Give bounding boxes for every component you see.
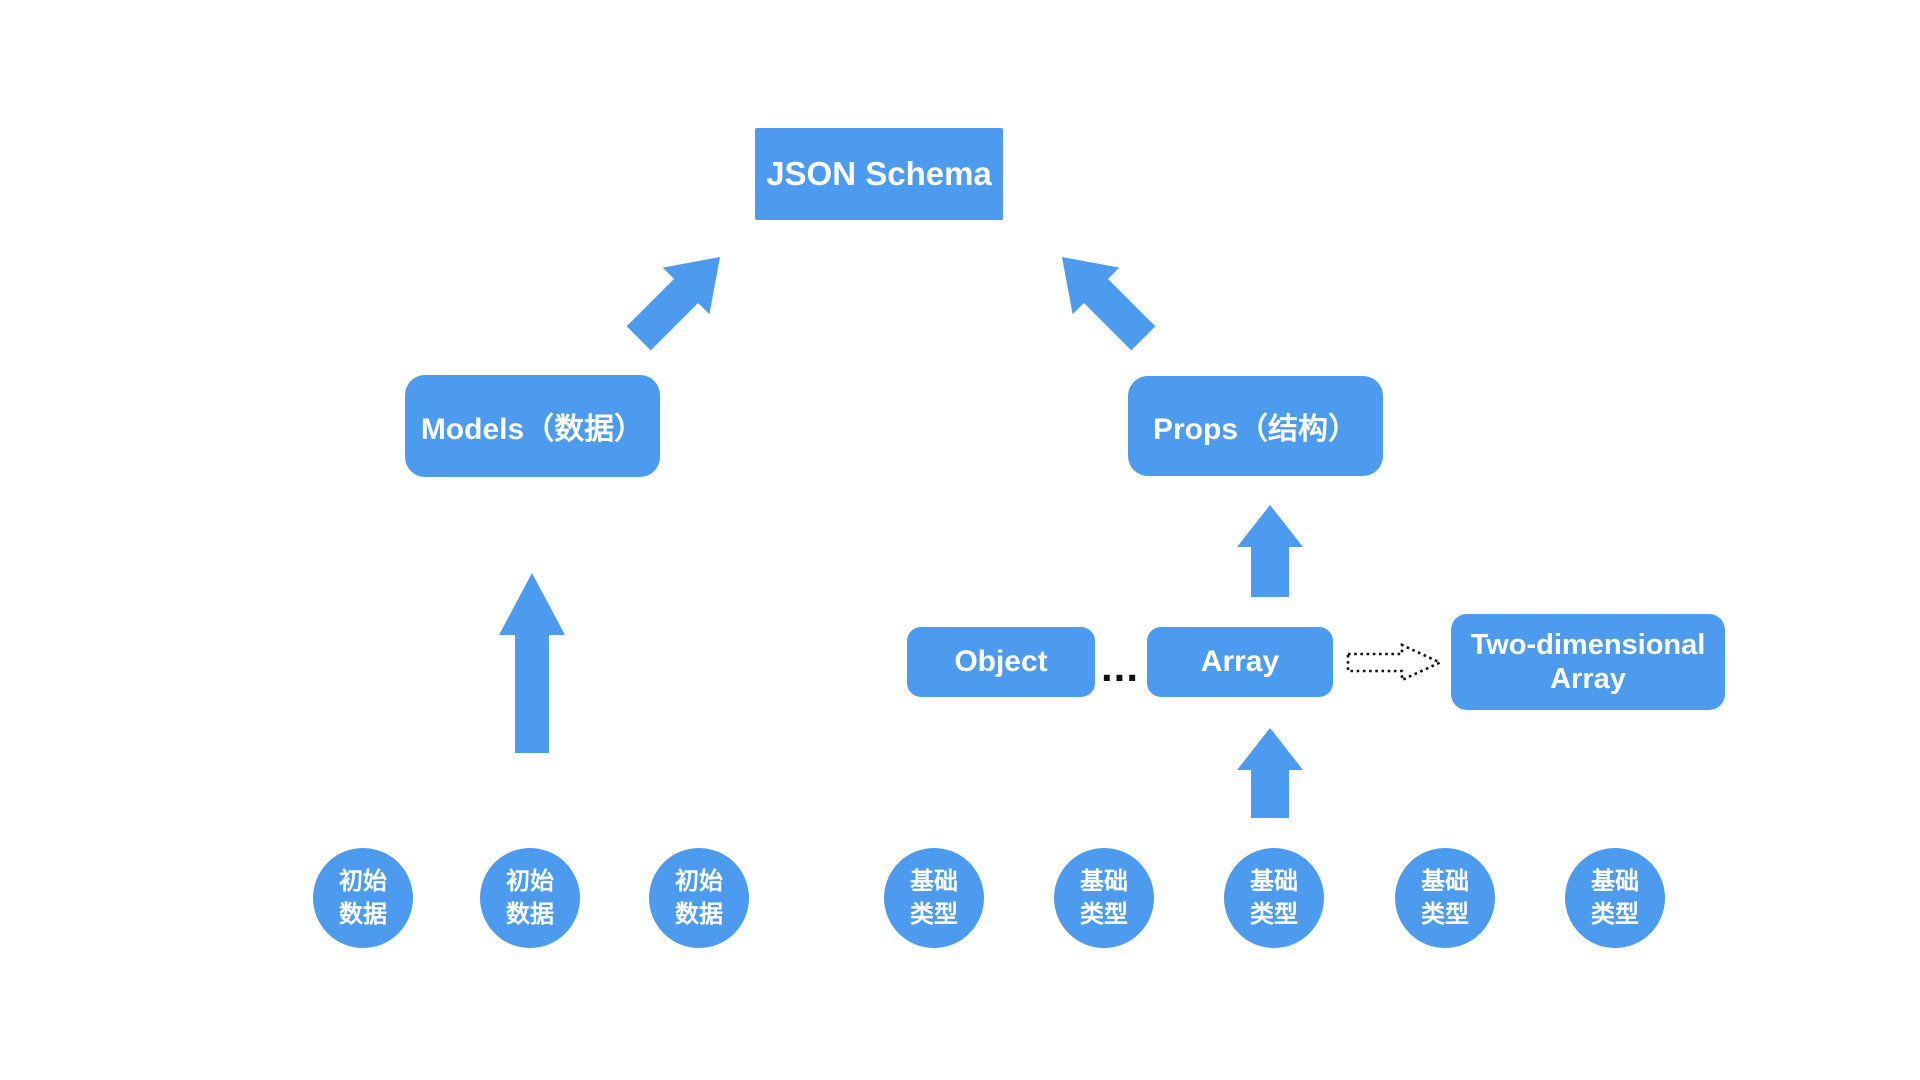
circle-label-line: 基础 [1591,868,1639,895]
node-models-label: Models（数据） [420,413,645,446]
circle-basic-type-1: 基础 类型 [884,848,984,948]
node-two-dimensional-array-line2: Array [1550,663,1626,695]
circle-label-line: 基础 [1080,868,1128,895]
circle-basic-type-4: 基础 类型 [1395,848,1495,948]
node-models: Models（数据） [405,375,660,477]
node-object: Object [907,627,1095,697]
circle-initial-data-3: 初始 数据 [649,848,749,948]
circle-label-line: 类型 [1250,901,1298,928]
circle-label-line: 基础 [1250,868,1298,895]
circle-label-line: 类型 [1421,901,1469,928]
arrow-models-to-json-schema [626,257,720,351]
circle-label-line: 基础 [910,868,958,895]
circle-initial-data-2: 初始 数据 [480,848,580,948]
node-props: Props（结构） [1128,376,1383,476]
node-array-label: Array [1200,645,1280,678]
node-props-label: Props（结构） [1152,413,1359,446]
arrow-props-to-json-schema [1062,257,1156,351]
node-json-schema-label: JSON Schema [766,155,992,192]
circle-label-line: 数据 [506,901,554,928]
circle-label-line: 初始 [506,868,554,895]
circle-label-line: 数据 [339,901,387,928]
circle-label-line: 基础 [1421,868,1469,895]
circle-basic-type-3: 基础 类型 [1224,848,1324,948]
dotted-arrow-array-to-two-dimensional [1346,642,1444,683]
ellipsis-between-object-and-array: ... [1098,628,1142,688]
circle-basic-type-5: 基础 类型 [1565,848,1665,948]
circle-initial-data-1: 初始 数据 [313,848,413,948]
node-json-schema: JSON Schema [755,128,1003,220]
arrow-initial-data-to-models [499,573,565,753]
circle-label-line: 类型 [910,901,958,928]
node-two-dimensional-array: Two-dimensional Array [1451,614,1725,710]
node-object-label: Object [954,645,1048,678]
circle-label-line: 初始 [339,868,387,895]
circle-label-line: 数据 [675,901,723,928]
node-array: Array [1147,627,1333,697]
arrow-array-to-props [1237,505,1303,597]
arrow-basic-types-to-array [1237,728,1303,818]
circle-label-line: 类型 [1080,901,1128,928]
node-two-dimensional-array-line1: Two-dimensional [1470,628,1706,661]
ellipsis-text: ... [1100,643,1139,690]
circle-label-line: 类型 [1591,901,1639,928]
circle-basic-type-2: 基础 类型 [1054,848,1154,948]
circle-label-line: 初始 [675,868,723,895]
